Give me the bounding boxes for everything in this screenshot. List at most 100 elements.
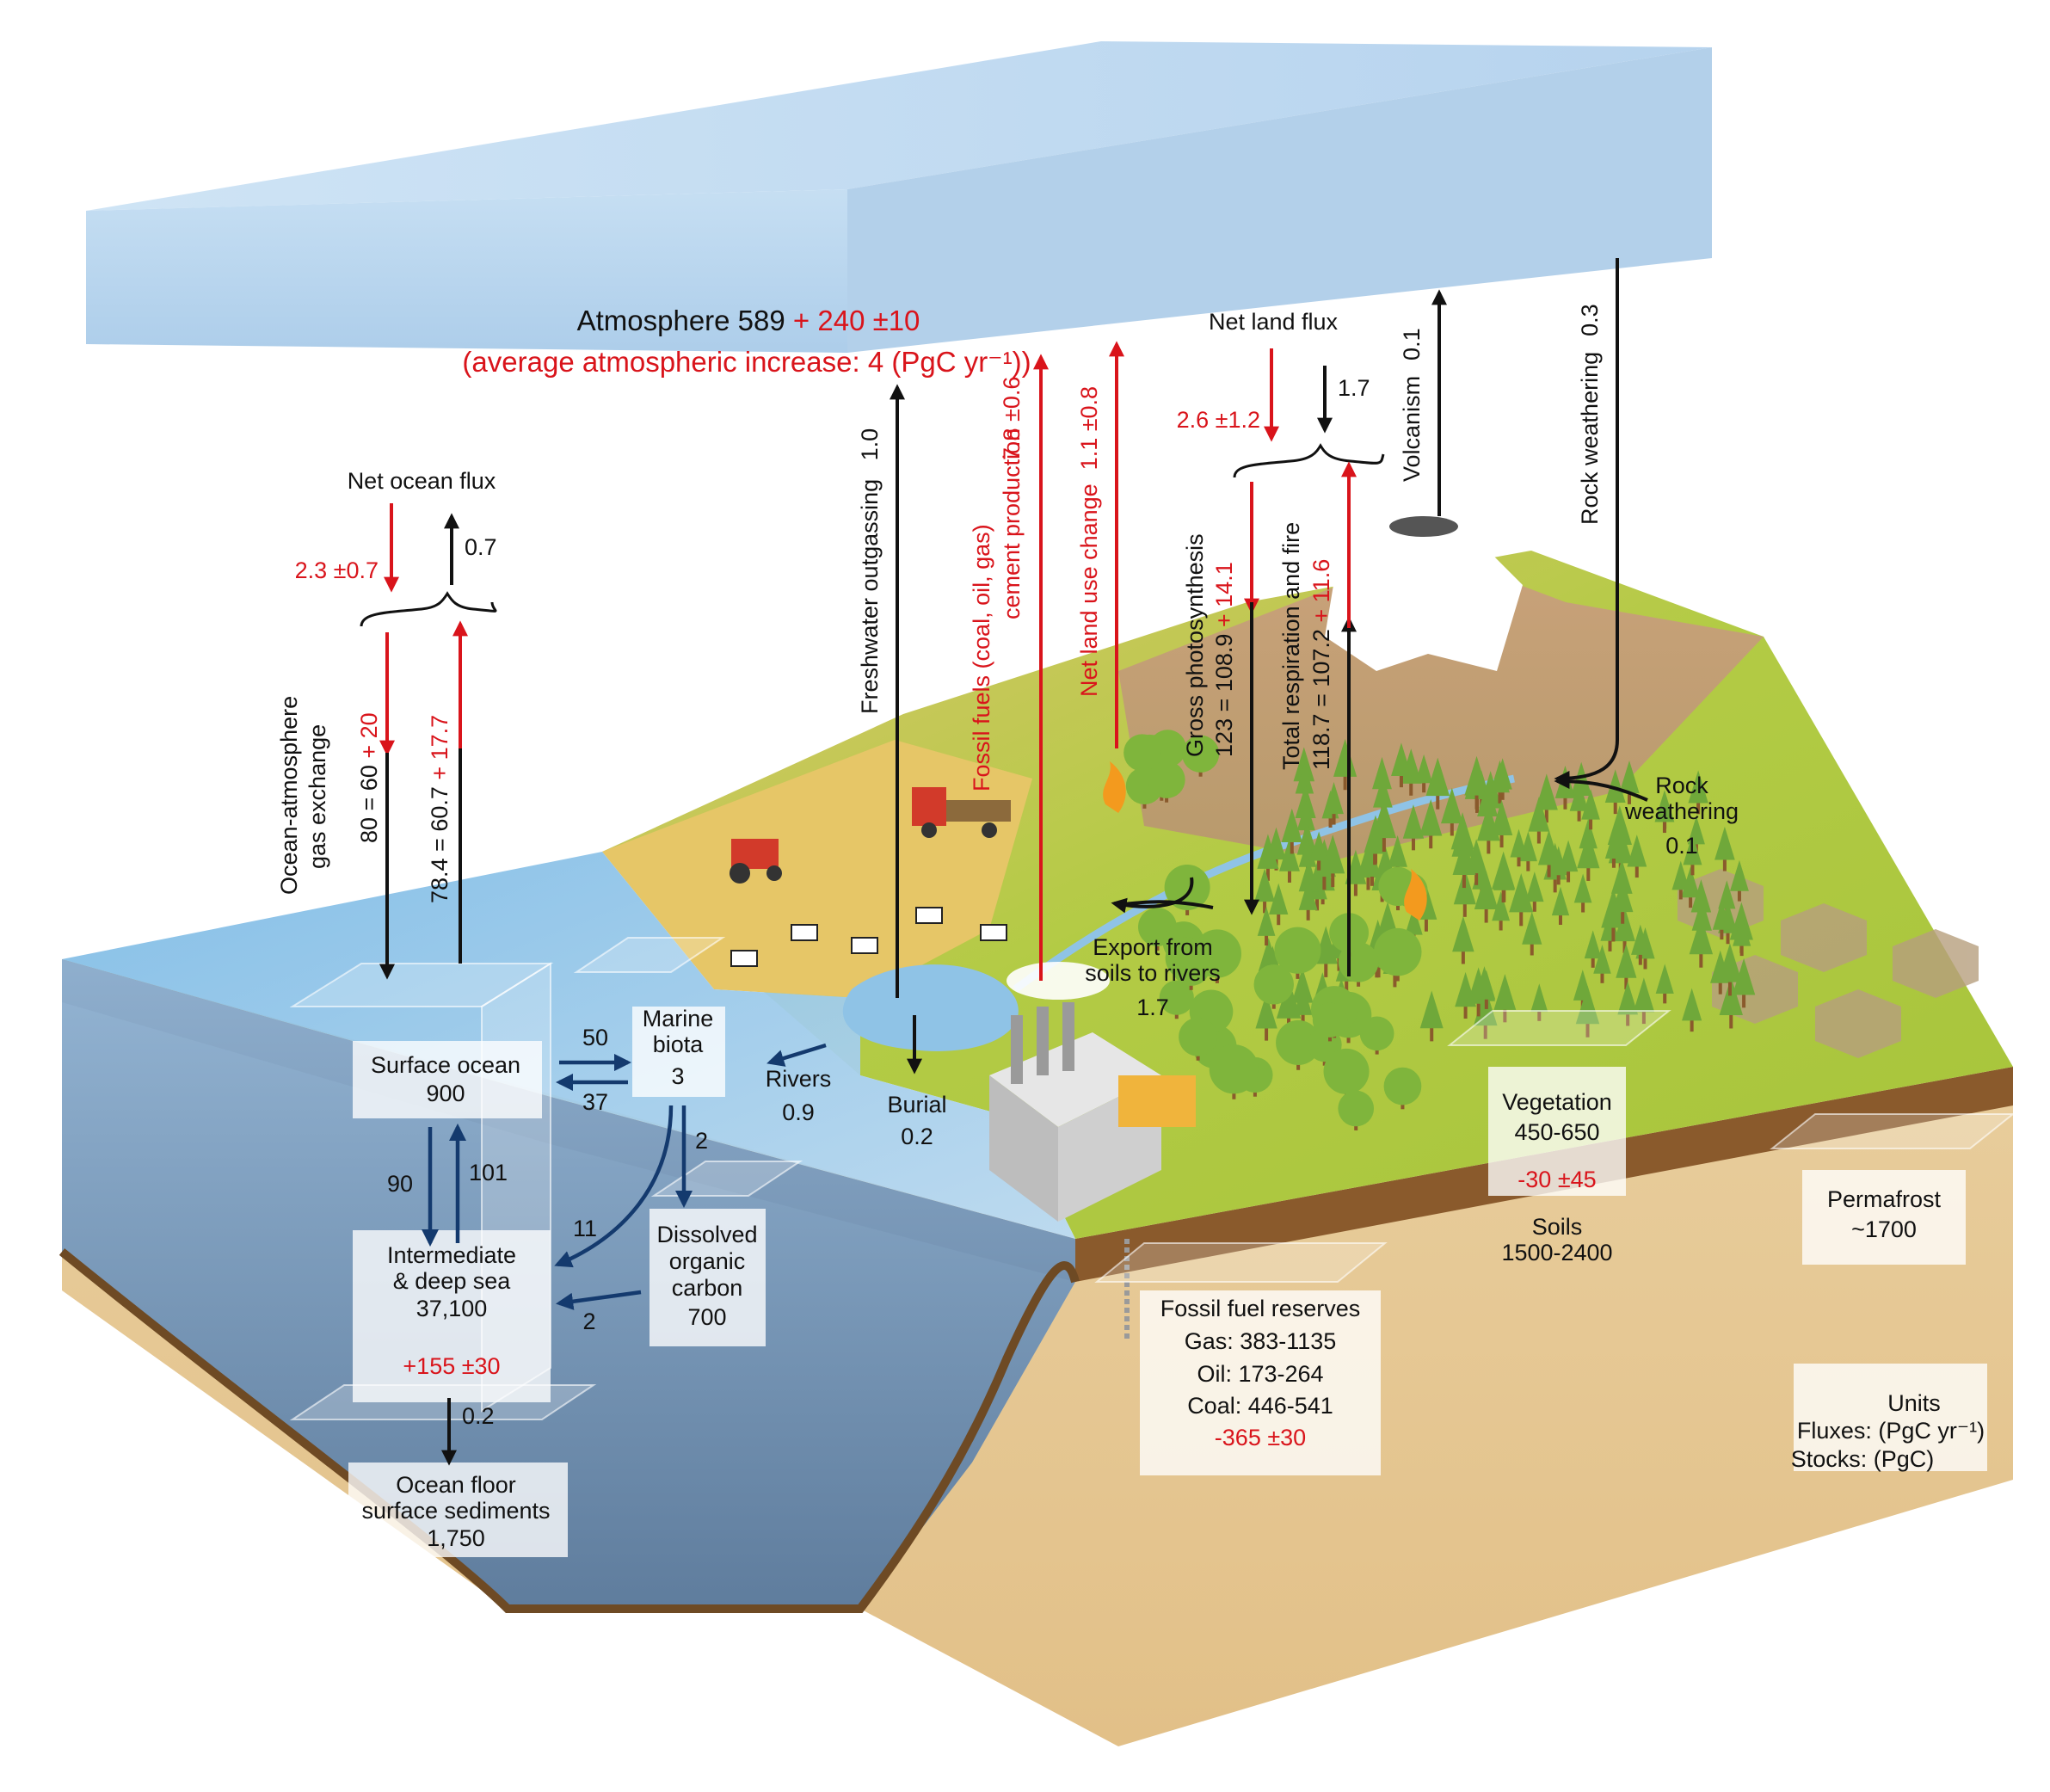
tree-icon xyxy=(1510,828,1528,867)
tree-icon xyxy=(1509,872,1534,927)
tree-icon xyxy=(1604,829,1622,868)
tree-icon xyxy=(1298,879,1318,921)
tree-icon xyxy=(1474,871,1499,923)
tree-icon xyxy=(1159,980,1194,1019)
tree-icon xyxy=(1492,891,1511,931)
doc-label-1: Dissolved xyxy=(656,1222,757,1247)
mountain-base xyxy=(1118,551,1764,860)
flux-11-arrow xyxy=(554,1105,674,1268)
land-use-label: Net land use change1.1 ±0.8 xyxy=(1076,386,1102,697)
tree-icon xyxy=(1682,988,1702,1032)
tree-icon xyxy=(1584,930,1602,968)
doc-label-3: carbon xyxy=(672,1275,743,1301)
atmosphere-title: Atmosphere 589 + 240 ±10 xyxy=(577,305,920,336)
ocean-sediments-box xyxy=(348,1463,568,1557)
fossil-reserves-title: Fossil fuel reserves xyxy=(1160,1296,1361,1321)
fossil-fuel-value: 7.8 ±0.6 xyxy=(999,377,1025,460)
tree-icon xyxy=(1320,834,1345,888)
rock-weathering-label: Rock weathering0.3 xyxy=(1577,304,1603,525)
tree-icon xyxy=(1333,738,1357,791)
deep-sea-label-2: & deep sea xyxy=(393,1268,512,1294)
soils-label: Soils xyxy=(1532,1214,1583,1240)
tree-icon xyxy=(1312,1002,1348,1042)
fossil-reserves-gas: Gas: 383-1135 xyxy=(1185,1328,1337,1354)
tree-icon xyxy=(1490,799,1513,848)
rock-weathering-ground-arrow xyxy=(1554,773,1648,802)
ocean-exchange-label-1: Ocean-atmosphere xyxy=(276,696,302,895)
tree-icon xyxy=(1551,886,1570,926)
tree-icon xyxy=(1631,924,1650,965)
tree-icon xyxy=(1604,769,1626,815)
tree-icon xyxy=(1425,757,1450,810)
tree-icon xyxy=(1616,944,1637,990)
tree-icon xyxy=(1293,984,1313,1025)
flux-2-deep-value: 2 xyxy=(582,1309,595,1334)
deep-sea-change: +155 ±30 xyxy=(403,1353,500,1379)
export-label-2: soils to rivers xyxy=(1085,960,1221,986)
ocean-flux-brace xyxy=(360,591,497,627)
tree-icon xyxy=(1402,804,1425,851)
tree-icon xyxy=(1535,773,1558,823)
permafrost-box xyxy=(1802,1170,1966,1265)
vegetation-value: 450-650 xyxy=(1514,1119,1599,1145)
tree-icon xyxy=(1717,943,1742,996)
deep-sea-box xyxy=(353,1230,551,1402)
tree-icon xyxy=(1671,860,1690,900)
deep-sea-value: 37,100 xyxy=(416,1296,488,1321)
burial-value: 0.2 xyxy=(901,1124,933,1149)
tree-icon xyxy=(1614,906,1635,953)
tree-icon xyxy=(1530,983,1548,1021)
net-ocean-flux-label: Net ocean flux xyxy=(348,468,496,494)
net-land-flux-label: Net land flux xyxy=(1209,309,1339,335)
sediment-flux-value: 0.2 xyxy=(462,1403,495,1429)
ocean-exchange-up-value: 78.4 = 60.7 + 17.7 xyxy=(427,715,452,903)
ocean-exchange-label-2: gas exchange xyxy=(305,724,330,869)
atmosphere-increase: (average atmospheric increase: 4 (PgC yr… xyxy=(462,346,1031,378)
export-label-1: Export from xyxy=(1093,934,1213,960)
tree-icon xyxy=(1493,855,1515,902)
tree-icon xyxy=(1525,871,1544,912)
deep-sea-label-1: Intermediate xyxy=(387,1242,516,1268)
tree-icon xyxy=(1627,834,1647,878)
volcano-snowcap xyxy=(1325,516,1523,671)
tree-icon xyxy=(1619,760,1640,804)
rock-weathering-ground-label-2: weathering xyxy=(1624,798,1739,824)
permafrost-value: ~1700 xyxy=(1851,1216,1917,1242)
tree-icon xyxy=(1419,990,1444,1042)
tree-icon xyxy=(1477,970,1496,1009)
tree-icon xyxy=(1655,964,1674,1004)
tree-icon xyxy=(1269,883,1289,926)
tree-icon xyxy=(1323,1048,1370,1099)
tree-icon xyxy=(1324,782,1344,825)
fire-icon xyxy=(1103,761,1427,921)
ocean-exchange-down-value: 80 = 60 + 20 xyxy=(356,712,382,843)
units-fluxes: Fluxes: (PgC yr⁻¹) xyxy=(1797,1418,1985,1444)
tree-icon xyxy=(1688,770,1708,815)
tree-icon xyxy=(1689,915,1714,968)
tree-icon xyxy=(1712,900,1731,940)
tree-icon xyxy=(1719,976,1743,1029)
tree-icon xyxy=(1464,755,1489,810)
tree-icon xyxy=(1148,761,1185,803)
tree-icon xyxy=(1371,798,1396,853)
tree-icon xyxy=(1522,911,1542,956)
ocean-surface xyxy=(62,852,1075,1239)
tree-icon xyxy=(1374,927,1422,982)
fossil-reserves-change: -365 ±30 xyxy=(1215,1425,1306,1450)
tree-icon xyxy=(1391,742,1412,788)
flux-50-value: 50 xyxy=(582,1025,608,1050)
tree-icon xyxy=(1274,927,1321,979)
atmosphere-side-face xyxy=(847,47,1712,353)
truck xyxy=(912,787,1011,838)
tree-icon xyxy=(1414,754,1433,793)
tree-icon xyxy=(1276,1019,1321,1070)
marine-biota-box xyxy=(632,1007,725,1097)
tree-icon xyxy=(1172,947,1210,990)
tree-icon xyxy=(1257,834,1279,881)
land-flux-brace xyxy=(1233,443,1385,478)
tree-icon xyxy=(1528,797,1550,844)
dissolved-organic-carbon-box xyxy=(649,1209,766,1346)
atmosphere-top-face xyxy=(86,41,1712,211)
tree-icon xyxy=(1309,831,1328,871)
